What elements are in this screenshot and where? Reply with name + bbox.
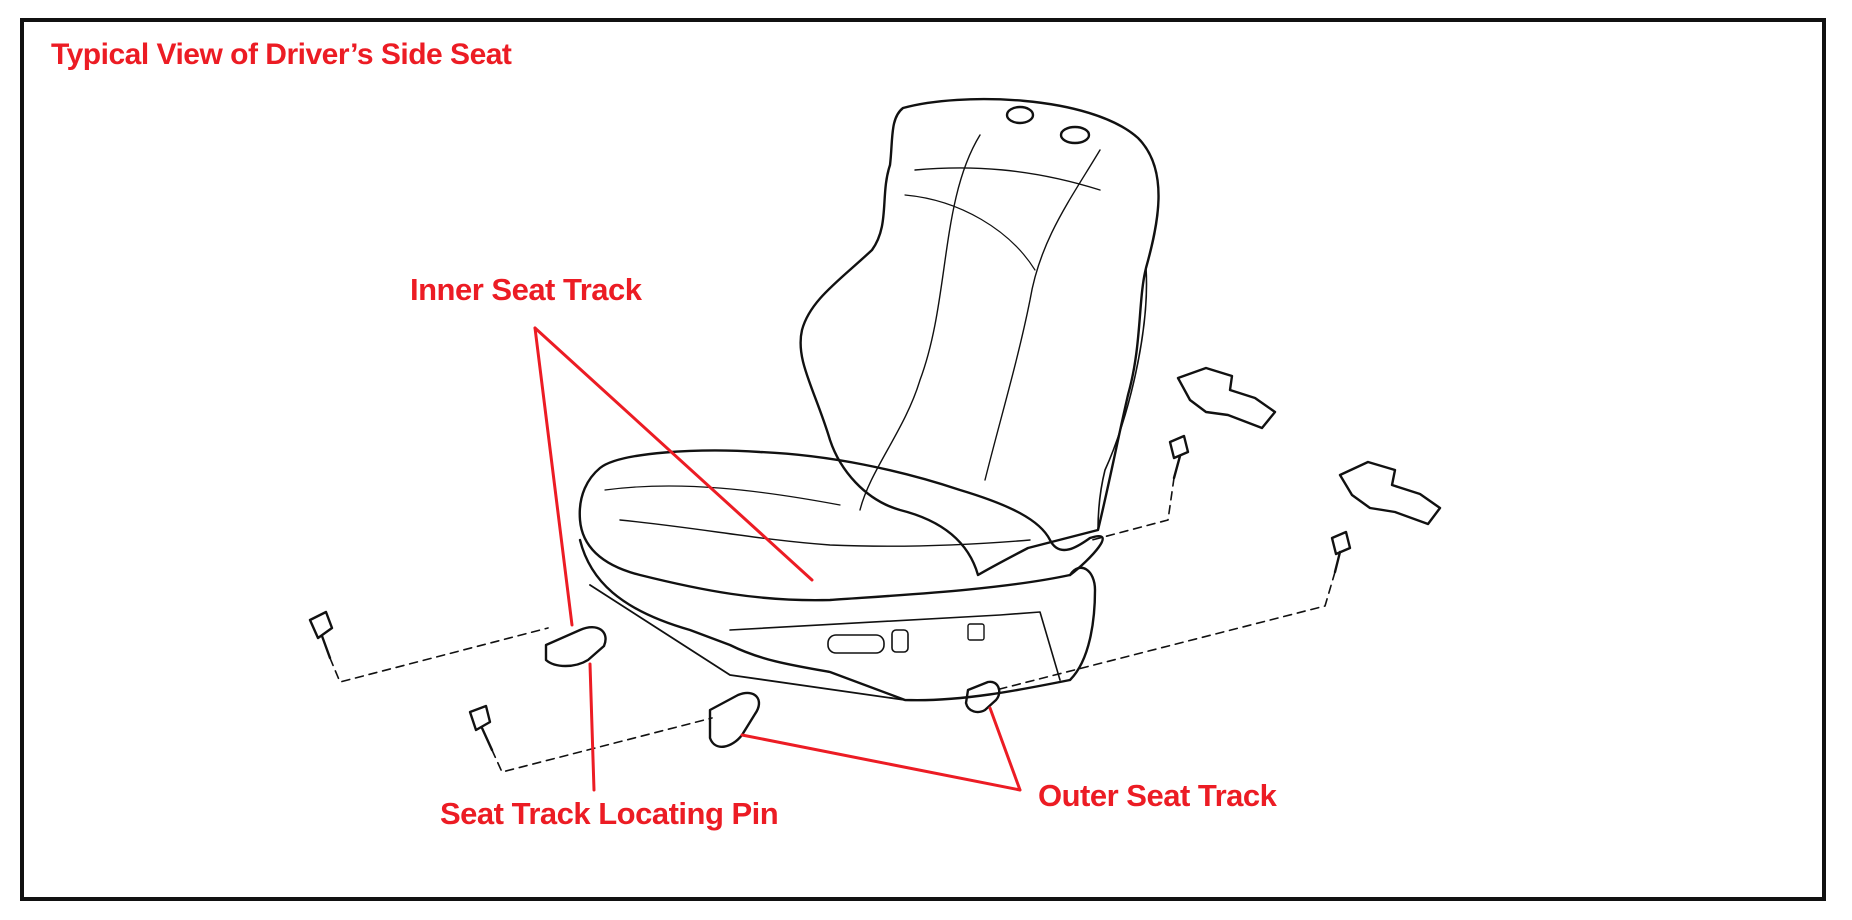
seat-cushion [578, 449, 1104, 602]
leader-inner-track-a [533, 326, 574, 627]
label-inner-seat-track: Inner Seat Track [410, 272, 642, 307]
leader-outer-track-a [740, 733, 1022, 792]
bolt-left-lower [468, 704, 494, 752]
seat-backrest [799, 97, 1160, 577]
seat-adjust-switch [827, 634, 885, 654]
backrest-seam-2 [984, 149, 1101, 481]
diagram-title: Typical View of Driver’s Side Seat [51, 38, 512, 71]
dash-line-right-lower [995, 571, 1336, 691]
cushion-seam-2 [604, 485, 841, 506]
seat-bottom-rail [589, 584, 906, 701]
backrest-seam-1 [859, 134, 981, 511]
diagram-frame [20, 18, 1826, 901]
backrest-side-bolster [1097, 267, 1148, 531]
dash-line-left-lower [491, 717, 713, 773]
dash-line-left-upper [329, 627, 549, 683]
seat-base [578, 538, 1097, 702]
outer-front-foot [708, 691, 761, 748]
inner-rear-foot [544, 625, 607, 668]
seat-lumbar-switch [967, 623, 985, 641]
dash-line-right-upper [1091, 477, 1175, 541]
outer-rear-foot [964, 680, 1001, 714]
headrest-post-right [1059, 125, 1091, 145]
headrest-post-left [1005, 105, 1035, 125]
cushion-seam [619, 519, 1031, 547]
bracket-upper [1176, 366, 1277, 430]
label-seat-track-locating-pin: Seat Track Locating Pin [440, 796, 779, 831]
seat-recline-switch [891, 629, 909, 653]
label-outer-seat-track: Outer Seat Track [1038, 778, 1277, 813]
bolt-right-upper [1168, 434, 1190, 480]
leader-outer-track-b [988, 706, 1022, 792]
seat-side-panel [729, 611, 1061, 681]
bolt-left-upper [308, 610, 334, 660]
backrest-seam-4 [904, 194, 1036, 271]
bracket-lower [1338, 460, 1442, 526]
backrest-seam-3 [914, 167, 1101, 191]
bolt-right-lower [1330, 530, 1352, 574]
leader-locating-pin [588, 662, 596, 792]
leader-inner-track-b [533, 326, 814, 582]
